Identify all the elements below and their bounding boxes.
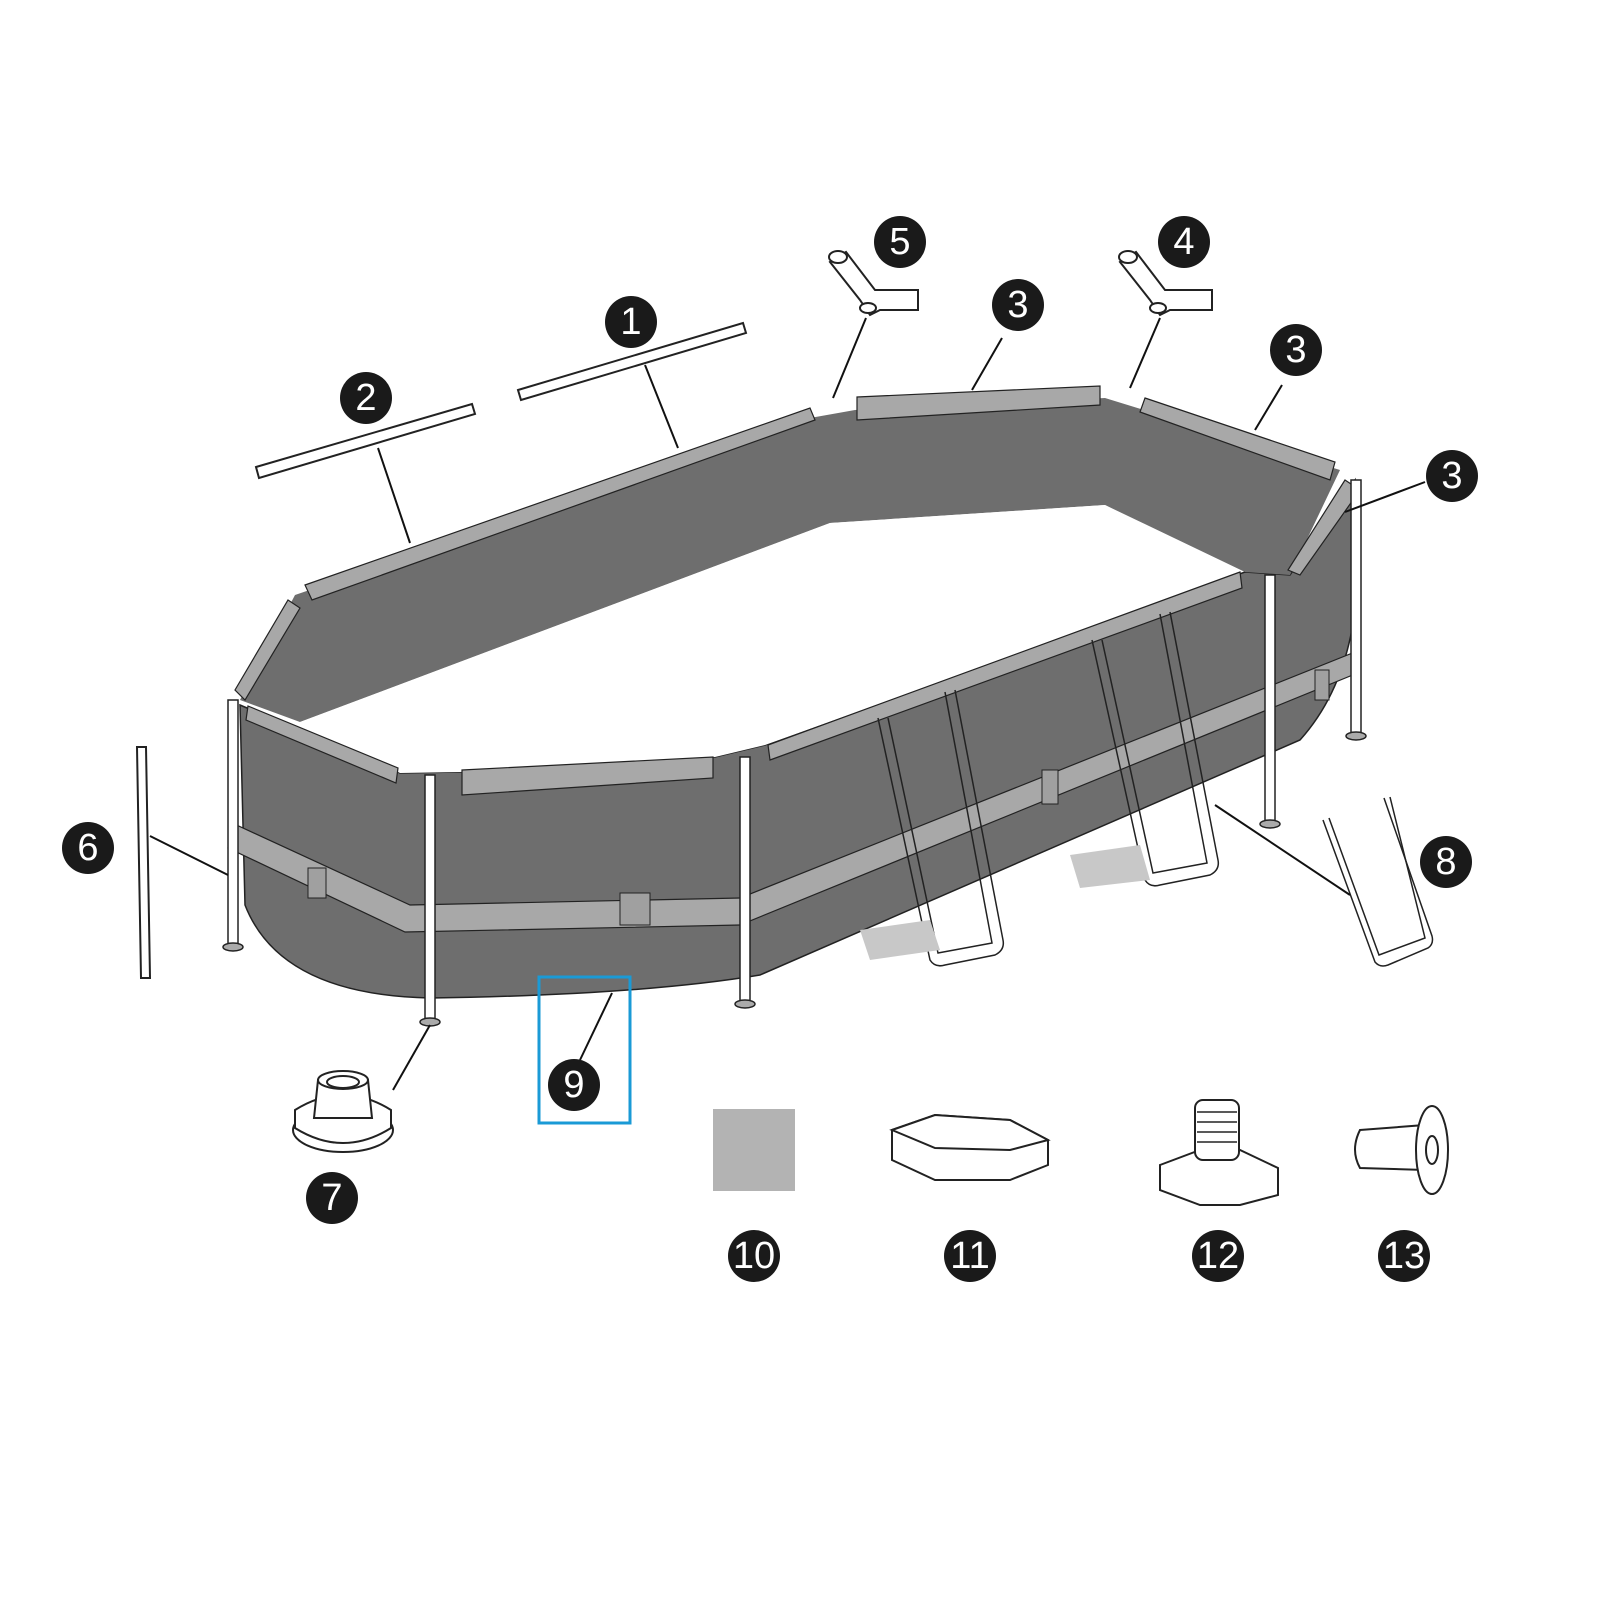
pool-assembly — [222, 385, 1367, 1027]
svg-text:7: 7 — [321, 1177, 342, 1219]
svg-text:3: 3 — [1441, 455, 1462, 497]
svg-text:13: 13 — [1383, 1235, 1425, 1277]
part-7-leg-base — [292, 1070, 394, 1153]
callout-1: 1 — [605, 296, 657, 348]
pool-inner-wall — [240, 398, 1340, 722]
leader-lines — [149, 317, 1426, 1091]
callout-8: 8 — [1420, 836, 1472, 888]
top-sleeve-front-left — [245, 705, 399, 784]
callout-4: 4 — [1158, 216, 1210, 268]
callout-11: 11 — [944, 1230, 996, 1282]
svg-text:3: 3 — [1285, 329, 1306, 371]
svg-text:12: 12 — [1197, 1235, 1239, 1277]
callout-3: 3 — [1426, 450, 1478, 502]
highlight-box — [537, 975, 632, 1125]
callout-5: 5 — [874, 216, 926, 268]
callout-12: 12 — [1192, 1230, 1244, 1282]
svg-text:3: 3 — [1007, 284, 1028, 326]
top-sleeve-right — [1139, 397, 1336, 481]
part-5-t-joint — [828, 250, 919, 317]
svg-text:5: 5 — [889, 221, 910, 263]
svg-text:10: 10 — [733, 1235, 775, 1277]
callout-2: 2 — [340, 372, 392, 424]
top-sleeve-back-center — [856, 385, 1101, 421]
callout-7: 7 — [306, 1172, 358, 1224]
callout-13: 13 — [1378, 1230, 1430, 1282]
callout-10: 10 — [728, 1230, 780, 1282]
pool-ladder — [860, 611, 1220, 967]
pool-legs — [222, 479, 1367, 1027]
part-2-short-rail — [254, 402, 477, 480]
part-10-repair-patch — [713, 1109, 795, 1191]
top-sleeve-front-right — [767, 571, 1243, 761]
part-12-drain-valve — [1159, 1099, 1279, 1206]
pool-floor — [300, 505, 1240, 773]
top-sleeve-front-center — [461, 756, 714, 796]
svg-text:8: 8 — [1435, 841, 1456, 883]
callout-3: 3 — [1270, 324, 1322, 376]
svg-text:11: 11 — [950, 1235, 989, 1277]
callout-9: 9 — [548, 1059, 600, 1111]
callout-3: 3 — [992, 279, 1044, 331]
part-6-leg — [135, 746, 152, 979]
part-4-t-joint — [1118, 250, 1213, 317]
svg-text:9: 9 — [563, 1064, 584, 1106]
top-sleeve-left-end — [234, 599, 301, 701]
part-8-ladder-leg — [1322, 796, 1434, 967]
part-1-long-rail — [516, 321, 748, 402]
svg-text:4: 4 — [1173, 221, 1194, 263]
callout-6: 6 — [62, 822, 114, 874]
part-13-plug — [1354, 1105, 1449, 1195]
svg-text:6: 6 — [77, 827, 98, 869]
top-sleeve-back — [304, 407, 816, 601]
svg-text:1: 1 — [620, 301, 641, 343]
part-11-drain-cap — [889, 1113, 1051, 1181]
svg-text:2: 2 — [355, 377, 376, 419]
